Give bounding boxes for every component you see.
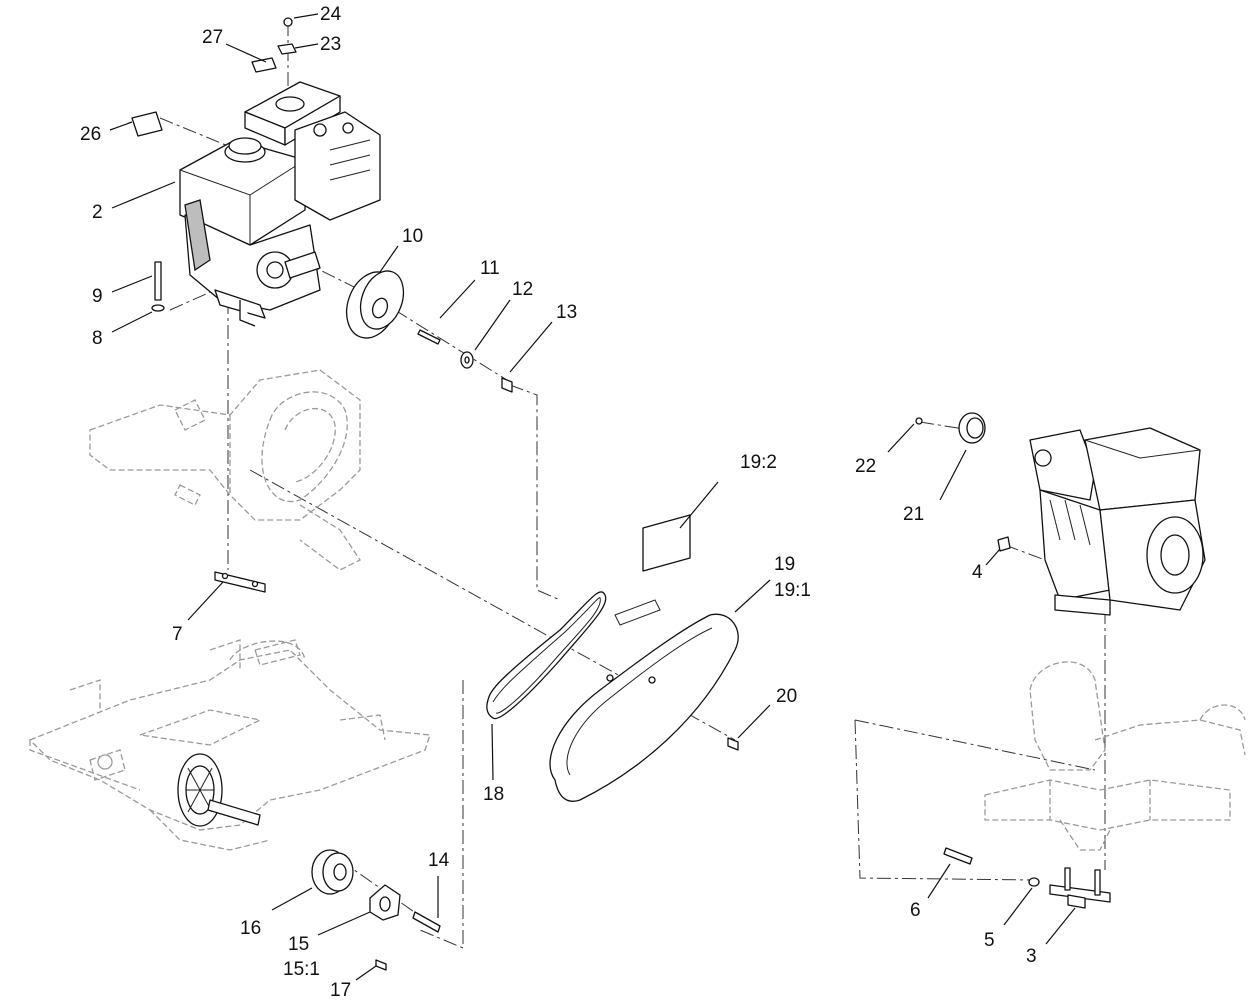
callout-21: 21	[903, 504, 924, 525]
callout-13: 13	[556, 302, 577, 323]
callout-24: 24	[320, 4, 342, 25]
driven-pulley	[311, 849, 354, 895]
callout-15: 15	[288, 934, 309, 955]
mounting-bolt	[943, 847, 973, 865]
callout-2: 2	[92, 202, 103, 223]
engine-assembly	[179, 81, 381, 327]
callout-19-1: 19:1	[774, 580, 811, 601]
callout-19-2: 19:2	[740, 452, 777, 473]
engine-assembly-right	[1029, 427, 1206, 616]
lower-frame	[28, 639, 431, 851]
taper-bushing	[369, 884, 401, 921]
callout-15-1: 15:1	[283, 959, 320, 980]
callout-14: 14	[428, 850, 450, 871]
callout-4: 4	[972, 562, 983, 583]
callout-16: 16	[240, 918, 261, 939]
belt-guard	[549, 599, 739, 802]
mounting-bracket	[1049, 867, 1111, 909]
drive-pulley	[345, 270, 405, 339]
engine-hardware	[131, 17, 297, 312]
belt-guard-bolt	[727, 737, 739, 751]
drive-belt	[486, 591, 607, 720]
callout-12: 12	[512, 279, 533, 300]
callout-26: 26	[80, 124, 101, 145]
shaft-key	[412, 911, 441, 933]
callout-5: 5	[984, 930, 995, 951]
callout-6: 6	[910, 900, 921, 921]
callout-17: 17	[330, 980, 351, 1001]
leader-lines	[109, 13, 1076, 981]
callout-10: 10	[402, 226, 423, 247]
callout-20: 20	[776, 686, 797, 707]
callout-3: 3	[1026, 946, 1037, 967]
callout-8: 8	[92, 328, 103, 349]
callout-27: 27	[202, 27, 223, 48]
callout-23: 23	[320, 34, 341, 55]
spacer-plate	[214, 571, 266, 593]
upper-frame	[89, 369, 361, 571]
callout-22: 22	[855, 456, 876, 477]
callout-18: 18	[483, 784, 504, 805]
callout-19: 19	[774, 554, 795, 575]
pulley-hardware	[417, 329, 513, 393]
belt-guard-decal	[642, 514, 691, 572]
mounting-nut	[1028, 877, 1040, 887]
callout-7: 7	[172, 624, 183, 645]
callout-labels: 24 27 23 26 2 10 11 12 13 9 8 7 19:2 19 …	[80, 4, 1037, 1001]
drain-fitting	[997, 536, 1011, 552]
bushing-screw	[375, 959, 387, 971]
callout-9: 9	[92, 286, 103, 307]
fuel-cap	[958, 412, 986, 444]
callout-11: 11	[480, 258, 500, 279]
right-frame	[984, 661, 1246, 851]
vent-fitting	[915, 417, 923, 425]
